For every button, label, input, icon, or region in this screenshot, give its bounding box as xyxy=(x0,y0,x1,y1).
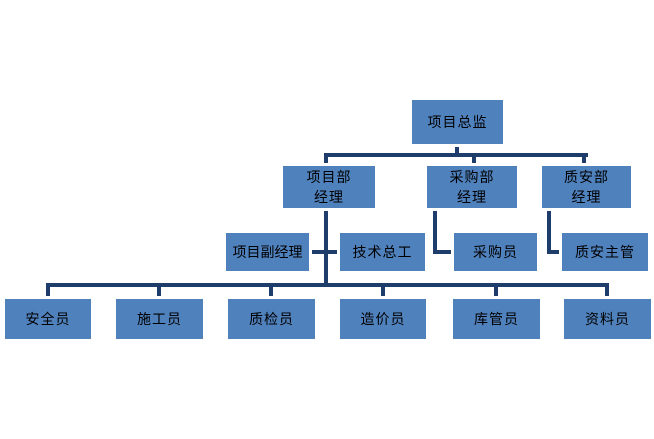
connector-safety-officer-stub xyxy=(46,287,50,297)
org-node-chief-engineer: 技术总工 xyxy=(337,230,428,274)
org-node-quality-inspector: 质检员 xyxy=(225,296,318,342)
org-node-label: 技术总工 xyxy=(352,244,413,260)
org-node-deputy-project-manager: 项目副经理 xyxy=(223,230,312,274)
org-node-label: 项目副经理 xyxy=(232,244,303,260)
org-node-label: 采购部 xyxy=(449,169,495,185)
connector-level1-rail xyxy=(324,153,588,157)
connector-purchaser-elbow-v xyxy=(433,210,437,254)
org-node-warehouse-keeper: 库管员 xyxy=(450,296,543,342)
org-node-construction-officer: 施工员 xyxy=(113,296,206,342)
org-node-label: 质安主管 xyxy=(575,244,635,260)
connector-quality-inspector-stub xyxy=(269,287,273,297)
connector-purchase-manager-stub xyxy=(472,157,476,164)
org-node-purchase-dept-manager: 采购部 经理 xyxy=(424,163,520,211)
org-node-label: 项目总监 xyxy=(427,114,488,130)
org-node-project-dept-manager: 项目部 经理 xyxy=(280,163,378,211)
org-node-label: 经理 xyxy=(571,189,602,205)
connector-document-clerk-stub xyxy=(605,287,609,297)
connector-director-stub xyxy=(455,147,459,154)
connector-project-manager-feeder xyxy=(324,210,328,287)
connector-chief-engineer-elbow xyxy=(328,250,337,254)
org-node-label: 经理 xyxy=(457,189,487,205)
connector-deputy-manager-elbow xyxy=(311,250,324,254)
org-node-label: 库管员 xyxy=(474,311,519,327)
org-node-label: 经理 xyxy=(314,189,344,205)
org-node-safety-officer: 安全员 xyxy=(2,296,94,342)
connector-level4-rail xyxy=(46,283,609,287)
connector-quality-supervisor-elbow-h xyxy=(547,250,559,254)
connector-construction-officer-stub xyxy=(157,287,161,297)
org-node-label: 项目部 xyxy=(306,169,352,185)
connector-purchaser-elbow-h xyxy=(433,250,451,254)
org-node-label: 资料员 xyxy=(585,311,630,327)
org-node-document-clerk: 资料员 xyxy=(561,296,654,342)
org-node-label: 造价员 xyxy=(360,311,406,327)
org-node-label: 质检员 xyxy=(249,311,294,327)
org-node-quality-dept-manager: 质安部 经理 xyxy=(539,163,634,211)
connector-warehouse-keeper-stub xyxy=(494,287,498,297)
org-node-quality-supervisor: 质安主管 xyxy=(559,230,651,274)
org-node-label: 质安部 xyxy=(564,169,609,185)
org-node-label: 采购员 xyxy=(473,244,518,260)
org-node-project-director: 项目总监 xyxy=(409,97,506,147)
connector-project-manager-stub xyxy=(324,157,328,164)
org-node-cost-estimator: 造价员 xyxy=(337,296,429,342)
org-node-purchaser: 采购员 xyxy=(451,230,540,274)
connector-cost-estimator-stub xyxy=(381,287,385,297)
org-node-label: 安全员 xyxy=(25,311,71,327)
connector-quality-manager-stub xyxy=(582,157,586,164)
connector-quality-supervisor-elbow-v xyxy=(547,210,551,254)
org-node-label: 施工员 xyxy=(137,311,182,327)
